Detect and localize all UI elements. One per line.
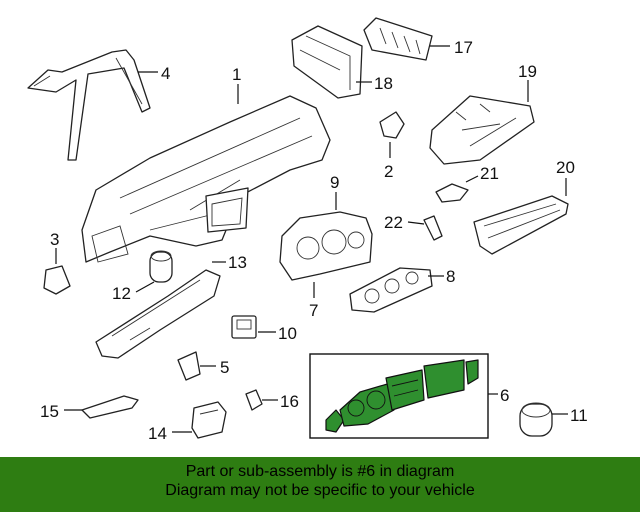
part-10-switch[interactable] [231,315,257,339]
callout-5[interactable]: 5 [220,358,229,377]
callout-14[interactable]: 14 [148,424,167,443]
part-8-climate-panel[interactable] [349,267,433,313]
callout-12[interactable]: 12 [112,284,131,303]
callout-7[interactable]: 7 [309,301,318,320]
leader-22 [407,221,425,225]
part-6-highlight-box[interactable] [309,353,489,439]
callout-3[interactable]: 3 [50,230,59,249]
part-4-brace[interactable] [27,49,151,161]
part-22[interactable] [423,215,443,241]
callout-21[interactable]: 21 [480,164,499,183]
callout-13[interactable]: 13 [228,253,247,272]
part-13-console-trim[interactable] [95,269,221,359]
callout-15[interactable]: 15 [40,402,59,421]
callout-11[interactable]: 11 [570,406,588,425]
part-3[interactable] [43,265,71,295]
part-19[interactable] [429,95,535,165]
callout-22[interactable]: 22 [384,213,403,232]
part-11-clock[interactable] [519,402,553,437]
part-15[interactable] [81,395,139,419]
part-5[interactable] [177,351,201,381]
part-9-cluster-bezel[interactable] [279,211,373,281]
callout-1[interactable]: 1 [232,65,241,84]
callout-16[interactable]: 16 [280,392,299,411]
callout-9[interactable]: 9 [330,173,339,192]
part-17[interactable] [363,17,433,61]
part-12-clock[interactable] [149,250,173,283]
part-2[interactable] [379,111,405,139]
part-20-glove-box[interactable] [473,195,569,255]
leader-12 [135,281,155,293]
part-14[interactable] [191,401,227,439]
callout-10[interactable]: 10 [278,324,297,343]
banner-line-2: Diagram may not be specific to your vehi… [165,482,475,499]
callout-4[interactable]: 4 [161,64,170,83]
leader-21 [465,175,479,183]
callout-8[interactable]: 8 [446,267,455,286]
callout-17[interactable]: 17 [454,38,473,57]
part-1-instrument-panel[interactable] [81,95,331,263]
callout-2[interactable]: 2 [384,162,393,181]
part-18[interactable] [291,25,363,99]
callout-18[interactable]: 18 [374,74,393,93]
part-16[interactable] [245,389,263,411]
parts-diagram: 4 1 18 17 19 2 21 20 [27,17,588,443]
info-banner: Part or sub-assembly is #6 in diagram Di… [0,457,640,512]
callout-19[interactable]: 19 [518,62,537,81]
callout-6[interactable]: 6 [500,386,509,405]
part-21[interactable] [435,183,469,203]
banner-line-1: Part or sub-assembly is #6 in diagram [185,463,455,480]
callout-20[interactable]: 20 [556,158,575,177]
